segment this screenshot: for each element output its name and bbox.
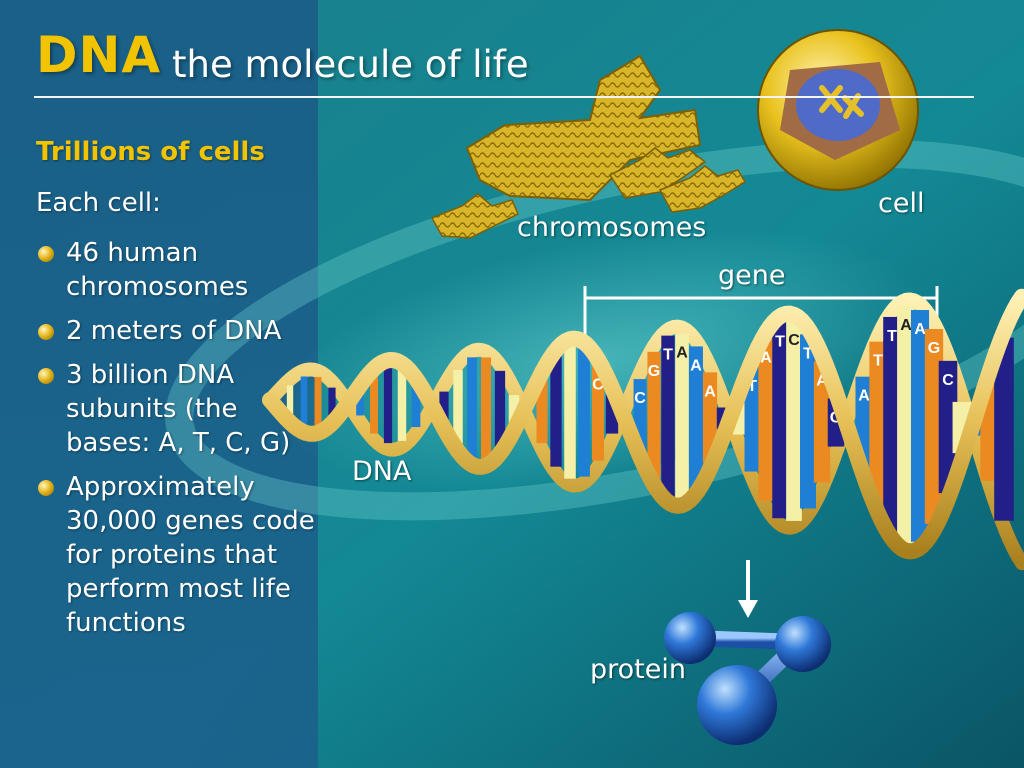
base-pair (924, 329, 944, 524)
base-letter: A (690, 357, 702, 374)
base-pair (439, 391, 449, 423)
base-pair (675, 333, 689, 500)
base-pair (800, 334, 816, 509)
fact-list: 46 human chromosomes 2 meters of DNA 3 b… (36, 236, 326, 650)
fact-text: 3 billion DNA subunits (the bases: A, T,… (66, 360, 291, 458)
base-letter: T (873, 353, 883, 370)
base-pair (453, 369, 463, 446)
small-chromosomes (430, 147, 747, 239)
base-pair (910, 310, 930, 542)
base-pair (883, 316, 901, 533)
bullet-icon (38, 480, 54, 496)
protein-molecule (664, 612, 831, 745)
base-pair (591, 365, 605, 461)
base-pair (508, 395, 520, 425)
base-pair (772, 322, 788, 519)
fact-item: 3 billion DNA subunits (the bases: A, T,… (36, 358, 326, 460)
base-pair (786, 320, 802, 521)
base-letter: A (900, 317, 912, 334)
cell-graphic (757, 29, 919, 191)
dna-label: DNA (352, 456, 412, 487)
left-panel (0, 0, 318, 768)
base-pair (744, 366, 760, 472)
base-letter: A (704, 383, 716, 400)
base-letter: T (775, 333, 785, 350)
bullet-icon (38, 324, 54, 340)
base-letter: G (648, 363, 660, 380)
gene-label: gene (718, 260, 786, 291)
base-pair (370, 374, 378, 434)
page-subtitle: the molecule of life (172, 43, 529, 86)
base-pair (300, 376, 308, 427)
base-letter: C (942, 372, 954, 389)
helix-front-strand (262, 288, 1024, 560)
base-pair (813, 361, 831, 483)
base-pair (869, 341, 887, 507)
base-pair (758, 338, 774, 501)
base-pair (994, 337, 1014, 521)
base-pair (328, 387, 336, 418)
base-pair (564, 345, 576, 479)
base-pair (286, 385, 294, 417)
base-pair (467, 357, 477, 459)
base-pair (938, 360, 958, 494)
base-letter: G (928, 340, 940, 357)
base-letter: T (663, 347, 673, 364)
base-letter: C (634, 390, 646, 407)
base-pair (689, 346, 703, 488)
strand-front (262, 288, 1024, 560)
base-pair (480, 357, 492, 460)
base-pair (536, 378, 548, 444)
base-pair (356, 391, 364, 416)
protein-arrow (738, 560, 758, 618)
base-letter: A (914, 321, 926, 338)
base-letter: T (747, 378, 757, 395)
helix-back-strand (263, 292, 1024, 571)
base-pair (661, 335, 675, 497)
protein-label: protein (590, 654, 686, 685)
fact-item: 2 meters of DNA (36, 314, 326, 348)
fact-text: 46 human chromosomes (66, 238, 249, 302)
base-pair (550, 356, 562, 467)
title-rule (34, 96, 974, 98)
chromosomes-label: chromosomes (517, 212, 707, 243)
lead-text: Each cell: (36, 188, 161, 218)
base-pair (897, 305, 915, 545)
bullet-icon (38, 246, 54, 262)
large-chromosome (465, 54, 702, 202)
base-pair (578, 348, 590, 477)
cell-label: cell (878, 188, 925, 219)
base-letter: T (803, 345, 813, 362)
base-letter: A (858, 388, 870, 405)
fact-text: 2 meters of DNA (66, 316, 282, 346)
fact-text: Approximately 30,000 genes code for prot… (66, 472, 315, 638)
base-letter: A (676, 345, 688, 362)
base-pair (494, 370, 506, 448)
bullet-icon (38, 368, 54, 384)
fact-item: 46 human chromosomes (36, 236, 326, 304)
base-letter: C (788, 332, 800, 349)
base-pair (383, 366, 393, 444)
base-letter: T (887, 328, 897, 345)
base-pair (397, 369, 407, 441)
strand-back (263, 292, 1024, 571)
base-pair (647, 351, 661, 479)
base-pair (411, 384, 421, 428)
fact-item: Approximately 30,000 genes code for prot… (36, 470, 326, 640)
page-title: DNA (36, 26, 162, 84)
section-heading: Trillions of cells (36, 137, 265, 167)
base-pair (314, 376, 322, 427)
